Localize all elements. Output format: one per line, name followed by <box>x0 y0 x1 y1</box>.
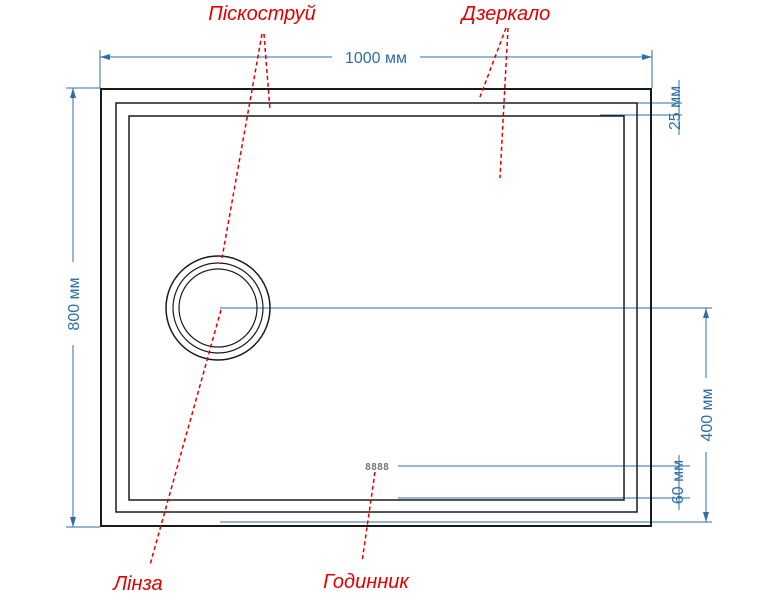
lens-outer-ring <box>165 255 271 361</box>
clock-offset-dimension-label: 60 мм <box>670 460 687 504</box>
width-dimension-label: 1000 мм <box>345 50 407 67</box>
dimension-lines <box>66 50 712 528</box>
lens <box>165 255 271 361</box>
lens-middle-ring <box>172 262 264 354</box>
clock-label: Годинник <box>323 571 410 593</box>
dimension-arrows <box>70 54 709 527</box>
lens-label: Лінза <box>111 573 162 595</box>
leader-mirror-a <box>479 27 507 98</box>
mirror-outer-edge <box>100 88 652 527</box>
leader-sandblast-a <box>221 33 263 259</box>
leader-lens <box>149 309 222 566</box>
lens-height-dimension-label: 400 мм <box>699 388 716 441</box>
clock-display: 8888 <box>365 462 389 473</box>
sandblast-band-outer <box>115 102 638 513</box>
height-dimension-label: 800 мм <box>66 277 83 330</box>
mirror-frame <box>100 88 652 527</box>
mirror-label: Дзеркало <box>460 3 551 25</box>
sandblast-label: Піскоструй <box>208 3 316 25</box>
lens-inner-ring <box>178 268 258 348</box>
leader-clock <box>361 471 376 563</box>
sandblast-band-inner <box>128 115 625 501</box>
callout-leaders <box>149 27 509 566</box>
leader-sandblast-b <box>263 33 271 111</box>
border-dimension-label: 25 мм <box>667 86 684 130</box>
